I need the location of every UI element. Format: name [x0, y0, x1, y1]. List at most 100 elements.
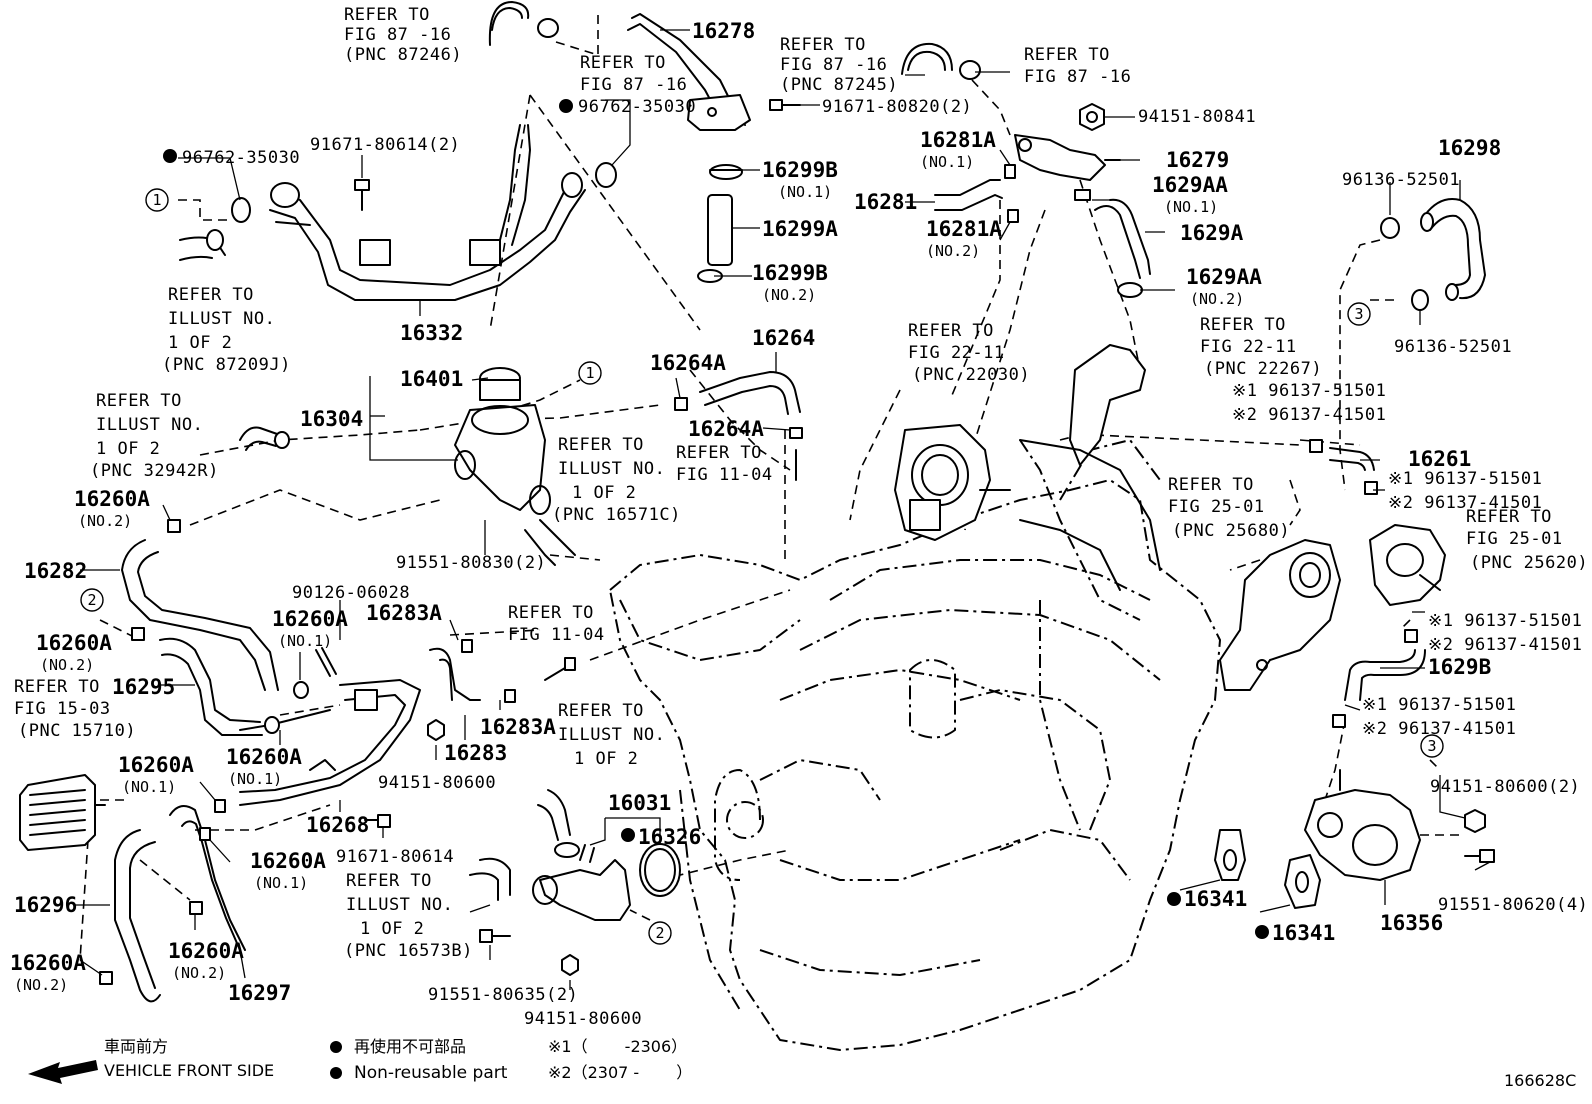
- callout-label: 3: [1427, 737, 1436, 755]
- ref-label-line: (PNC 87209J): [162, 355, 291, 375]
- water-inlet-16356: [1304, 769, 1421, 881]
- ref-label-line: REFER TO: [580, 53, 666, 73]
- part-number: 91671-80614: [336, 847, 454, 867]
- ref-label-line: FIG 22-11: [1200, 337, 1297, 357]
- ref-label-line: FIG 11-04: [508, 625, 605, 645]
- ref-label-line: FIG 22-11: [908, 343, 1005, 363]
- part-number: ※2 96137-41501: [1232, 405, 1386, 425]
- part-number: 94151-80600: [378, 773, 496, 793]
- throttle-body-22030: [894, 424, 1011, 541]
- part-number: 16304: [300, 407, 363, 431]
- ref-label-line: 1 OF 2: [96, 439, 160, 459]
- part-number: 91671-80820(2): [822, 97, 972, 117]
- egr-valve-25680: [1219, 539, 1341, 691]
- ref-label-line: FIG 11-04: [676, 465, 773, 485]
- o-ring-96762: [231, 162, 617, 223]
- ref-label-line: 1 OF 2: [572, 483, 636, 503]
- callout-label: 1: [152, 191, 161, 209]
- callout-circle-2a: 2: [80, 588, 104, 612]
- part-number: 96762-35030: [182, 148, 300, 168]
- nut-94151-80841: [1079, 103, 1105, 131]
- oil-cooler-15710: [19, 774, 106, 851]
- part-number: 90126-06028: [292, 583, 410, 603]
- non-reusable-dot: [1167, 892, 1181, 906]
- part-number: 16279: [1166, 148, 1229, 172]
- part-number: 16296: [14, 893, 77, 917]
- ref-label-line: REFER TO: [558, 435, 644, 455]
- hose-16298: [1420, 198, 1486, 301]
- ref-label-line: (PNC 16571C): [552, 505, 681, 525]
- callout-label: 2: [87, 591, 96, 609]
- part-number-labels: 16278 96762-35030 96762-35030 91671-8082…: [10, 19, 1588, 1029]
- part-number-note: (NO.2): [78, 512, 132, 530]
- part-number: 16281A: [926, 217, 1002, 241]
- ref-label-line: FIG 25-01: [1168, 497, 1265, 517]
- part-number: 16260A: [168, 939, 244, 963]
- ref-label-line: 1 OF 2: [574, 749, 638, 769]
- part-number: 16332: [400, 321, 463, 345]
- callout-circle-1b: 1: [578, 361, 602, 385]
- hose-1629A: [1074, 189, 1151, 298]
- non-reusable-dot: [330, 1041, 342, 1053]
- part-number: 91551-80830(2): [396, 553, 546, 573]
- ref-label-line: ILLUST NO.: [346, 895, 453, 915]
- part-number: 91551-80635(2): [428, 985, 578, 1005]
- nut-94151-80600-a: [427, 719, 445, 741]
- non-reusable-markers: [163, 99, 1269, 939]
- part-number: ※1 96137-51501: [1388, 469, 1542, 489]
- part-number: 16299B: [762, 158, 838, 182]
- reference-labels: REFER TO FIG 87 -16 (PNC 87246) REFER TO…: [14, 5, 1588, 961]
- part-number: 16341: [1272, 921, 1335, 945]
- part-number: 16326: [638, 825, 701, 849]
- part-number: 1629AA: [1152, 173, 1228, 197]
- pipe-16279: [1014, 134, 1121, 181]
- part-number: 16282: [24, 559, 87, 583]
- ref-label-line: (PNC 25680): [1172, 521, 1290, 541]
- bolt-refer-11-04: [544, 657, 576, 681]
- bolt-91551-80635: [479, 929, 511, 943]
- ref-label-line: (PNC 15710): [18, 721, 136, 741]
- hose-16282: [121, 519, 279, 691]
- part-number: 16299A: [762, 217, 838, 241]
- front-arrow-icon: [28, 1060, 98, 1084]
- hose-16295: [159, 637, 263, 736]
- part-number: 16283A: [366, 601, 442, 625]
- part-number-note: (NO.1): [1164, 198, 1218, 216]
- clamps-16260A: [131, 627, 309, 841]
- legend-nonreusable-en: Non-reusable part: [354, 1063, 508, 1083]
- part-number: 91671-80614(2): [310, 135, 460, 155]
- hose-16264: [674, 371, 803, 481]
- hose-32942R: [239, 426, 290, 451]
- ref-label-line: FIG 25-01: [1466, 529, 1563, 549]
- bolt-91671-80614-2: [354, 179, 370, 211]
- hose-16299A: [697, 164, 743, 283]
- part-number: 16260A: [10, 951, 86, 975]
- engine-block-outline: [609, 439, 1221, 1051]
- ref-label-line: FIG 87 -16: [344, 25, 451, 45]
- part-number: 16299B: [752, 261, 828, 285]
- ref-label-line: REFER TO: [346, 871, 432, 891]
- part-number: 94151-80600(2): [1430, 777, 1580, 797]
- bracket-22267: [1069, 344, 1146, 466]
- hose-16283: [429, 639, 516, 703]
- part-number: 16295: [112, 675, 175, 699]
- hose-16261: [1309, 439, 1378, 495]
- legend-note-1: ※1（ -2306）: [548, 1037, 687, 1056]
- part-number: ※2 96137-41501: [1362, 719, 1516, 739]
- part-number: 16283A: [480, 715, 556, 739]
- gasket-16341: [1214, 829, 1321, 909]
- callout-circle-3b: 3: [1420, 734, 1444, 758]
- callout-circle-3a: 3: [1347, 302, 1371, 326]
- part-number: 16341: [1184, 887, 1247, 911]
- ref-label-line: REFER TO: [780, 35, 866, 55]
- callout-circle-1a: 1: [145, 188, 169, 212]
- part-number-note: (NO.2): [1190, 290, 1244, 308]
- part-number: ※1 96137-51501: [1232, 381, 1386, 401]
- part-number: 91551-80620(4): [1438, 895, 1588, 915]
- ref-label-line: ILLUST NO.: [168, 309, 275, 329]
- part-number: 16268: [306, 813, 369, 837]
- hose-16296: [99, 829, 161, 1003]
- water-outlet-16304: [454, 367, 576, 566]
- part-number: 16264A: [650, 351, 726, 375]
